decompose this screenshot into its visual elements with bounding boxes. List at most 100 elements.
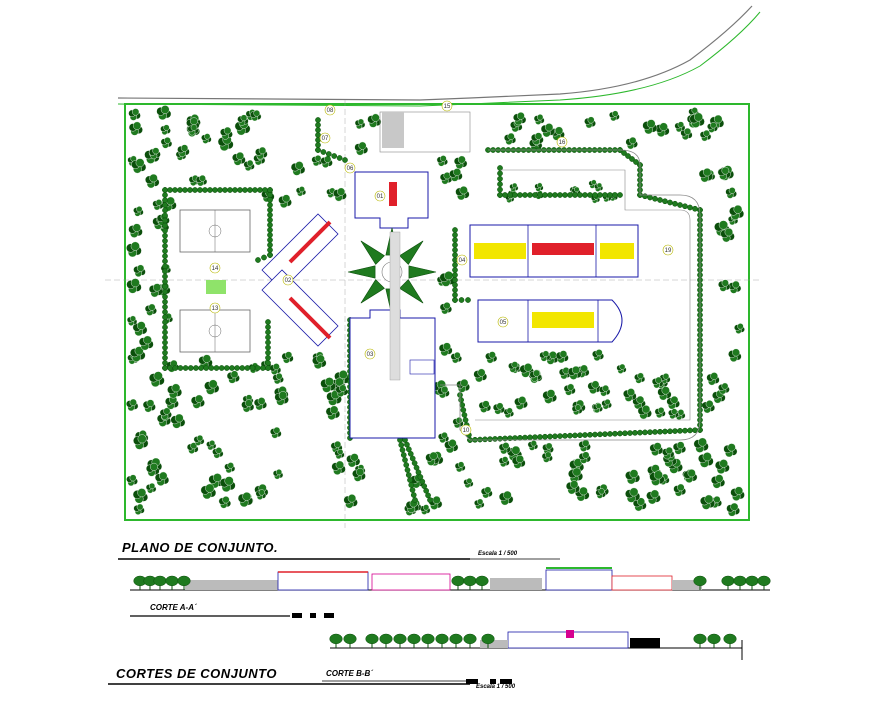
tree-icon — [463, 477, 474, 489]
tree-icon — [186, 442, 199, 454]
tree-icon — [463, 575, 477, 590]
building-number-marker — [662, 244, 674, 256]
tree-icon — [571, 404, 583, 416]
hedge-shrub-icon — [625, 153, 631, 159]
tree-icon — [177, 144, 190, 157]
tree-icon — [439, 172, 453, 185]
tree-icon — [693, 437, 709, 453]
tree-icon — [278, 194, 292, 209]
tree-icon — [503, 132, 517, 145]
hedge-shrub-icon — [412, 497, 418, 503]
building-04-yellow — [474, 243, 526, 259]
tree-icon — [707, 633, 721, 648]
tree-icon — [733, 575, 747, 590]
building-number-marker — [324, 104, 336, 116]
tree-icon — [492, 402, 505, 415]
walkway — [389, 231, 401, 381]
tree-icon — [654, 407, 666, 419]
tree-icon — [598, 384, 611, 397]
tree-icon — [142, 399, 156, 413]
tree-icon — [485, 351, 498, 364]
tree-icon — [674, 409, 686, 421]
tree-icon — [651, 376, 664, 389]
scale-bar — [292, 613, 302, 618]
scale-bar — [310, 613, 316, 618]
building-number-marker — [319, 132, 331, 144]
tree-icon — [723, 443, 738, 458]
parking-area-top — [379, 111, 471, 153]
tree-icon — [126, 474, 138, 487]
tree-icon — [220, 126, 233, 140]
corte-b-label: CORTE B-B´ — [326, 669, 373, 678]
tree-icon — [407, 633, 421, 648]
tree-icon — [668, 408, 679, 420]
tree-icon — [563, 383, 576, 396]
tree-icon — [707, 122, 718, 133]
tree-icon — [326, 390, 342, 406]
hedge-shrub-icon — [342, 157, 348, 163]
tree-icon — [480, 486, 493, 499]
tree-icon — [425, 451, 440, 466]
tree-icon — [592, 349, 605, 362]
tree-icon — [534, 182, 544, 192]
building-number-marker — [344, 162, 356, 174]
wing-accent — [288, 220, 332, 264]
tree-icon — [698, 167, 714, 183]
tree-icon — [444, 439, 459, 454]
building-number-label: 03 — [367, 352, 374, 358]
tree-icon — [706, 372, 720, 386]
tree-icon — [187, 124, 199, 136]
tree-icon — [367, 113, 382, 128]
tree-icon — [132, 321, 148, 337]
building-number-marker — [460, 424, 472, 436]
hedge-shrub-icon — [427, 497, 433, 503]
hedge-shrub-icon — [320, 149, 327, 155]
building-number-label: 16 — [559, 140, 566, 146]
building-number-marker — [209, 262, 221, 274]
building-number-marker — [456, 254, 468, 266]
tree-icon — [700, 494, 716, 510]
plan-title: PLANO DE CONJUNTO. — [122, 540, 279, 555]
tree-icon — [133, 206, 144, 217]
tree-icon — [212, 447, 224, 459]
tree-icon — [463, 633, 477, 648]
tree-icon — [567, 365, 582, 380]
tree-icon — [623, 388, 637, 402]
tree-icon — [312, 354, 327, 370]
tree-icon — [154, 471, 170, 487]
tree-icon — [335, 384, 349, 398]
garden-bed — [399, 240, 424, 265]
hedge-shrub-icon — [255, 257, 261, 263]
sections-title: CORTES DE CONJUNTO — [116, 666, 277, 681]
building-number-label: 02 — [285, 278, 292, 284]
tree-icon — [153, 575, 167, 590]
tree-icon — [177, 575, 191, 590]
tree-icon — [540, 123, 555, 138]
tree-icon — [435, 633, 449, 648]
tree-icon — [646, 489, 661, 505]
tree-icon — [438, 342, 453, 357]
building-number-label: 05 — [500, 320, 507, 326]
tree-icon — [680, 127, 693, 141]
tree-icon — [649, 470, 665, 486]
tree-icon — [568, 467, 584, 483]
tree-icon — [693, 633, 707, 648]
tree-icon — [131, 158, 147, 174]
tree-icon — [145, 482, 157, 494]
section-b-grey — [480, 640, 508, 648]
tree-icon — [714, 459, 730, 474]
tree-icon — [145, 173, 160, 189]
tree-icon — [555, 350, 569, 364]
building-01-accent — [389, 182, 397, 206]
garden-bed — [360, 279, 385, 304]
tree-icon — [405, 499, 420, 513]
tree-icon — [478, 400, 492, 413]
tree-icon — [130, 346, 146, 362]
tree-icon — [269, 363, 282, 375]
building-number-label: 06 — [347, 166, 354, 172]
tree-icon — [578, 451, 591, 464]
tree-icon — [204, 379, 220, 395]
sections-scale: Escala 1 / 500 — [476, 684, 516, 690]
garden-bed — [360, 240, 385, 265]
tree-icon — [513, 111, 527, 126]
